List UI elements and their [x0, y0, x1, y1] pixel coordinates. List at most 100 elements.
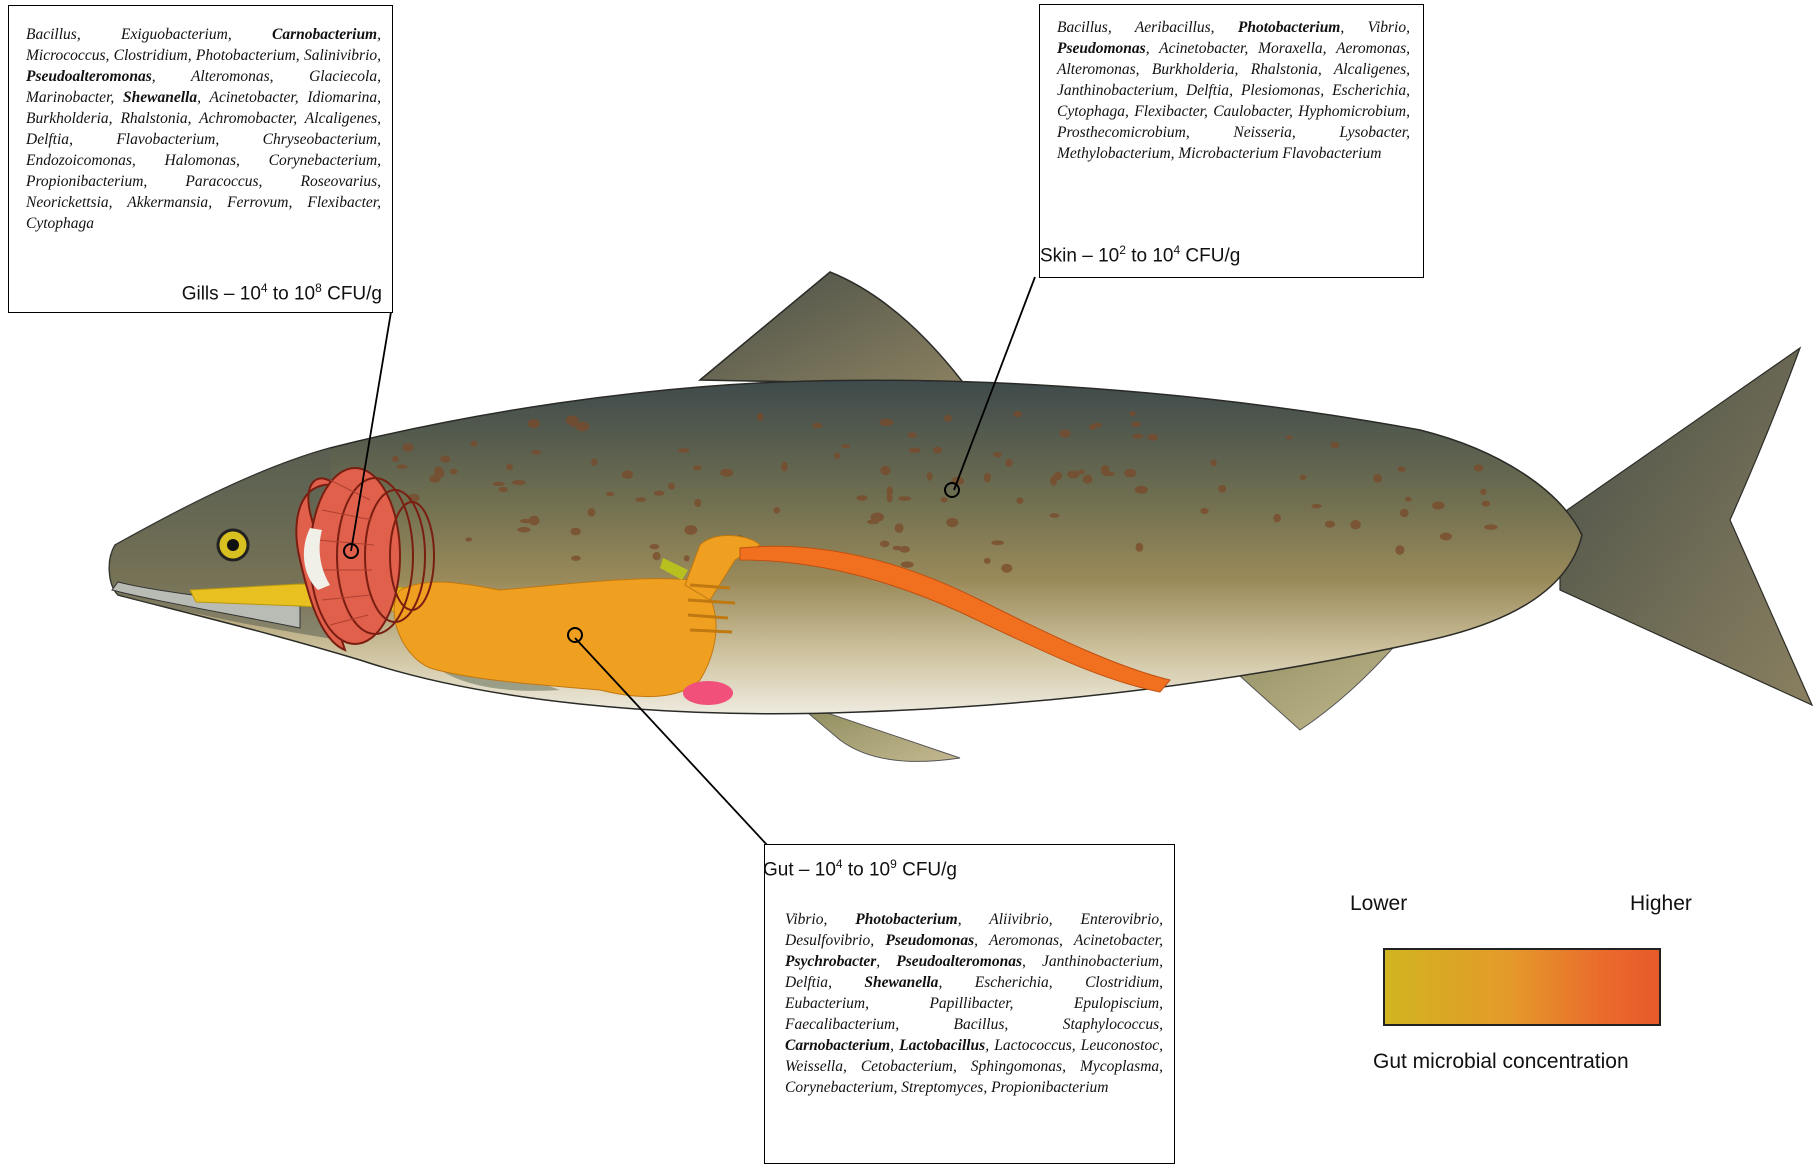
body-spot: [907, 432, 917, 438]
genus-name: Cetobacterium: [861, 1058, 953, 1075]
body-spot: [757, 413, 763, 421]
genus-name: Micrococcus: [26, 47, 105, 64]
genus-name: Lactobacillus: [899, 1037, 985, 1054]
body-spot: [591, 458, 597, 466]
body-spot: [781, 462, 788, 472]
genus-name: Delftia: [1186, 82, 1229, 99]
legend-lower-label: Lower: [1350, 892, 1407, 916]
body-spot: [1102, 472, 1115, 477]
body-spot: [694, 499, 701, 507]
body-spot: [470, 441, 477, 447]
skin-caption: Skin – 102 to 104 CFU/g: [1040, 243, 1240, 267]
dorsal-fin: [700, 272, 965, 385]
body-spot: [653, 552, 661, 560]
genus-name: Enterovibrio: [1080, 911, 1159, 928]
body-spot: [654, 491, 665, 496]
genus-name: Ferrovum: [227, 194, 288, 211]
genus-name: Sphingomonas: [971, 1058, 1062, 1075]
body-spot: [984, 473, 991, 482]
body-spot: [402, 443, 414, 451]
genus-name: Eubacterium: [785, 995, 865, 1012]
genus-name: Pseudoalteromonas: [26, 68, 152, 85]
body-spot: [1398, 467, 1406, 472]
body-spot: [1135, 486, 1148, 494]
body-spot: [984, 558, 991, 564]
body-spot: [1285, 436, 1292, 440]
genus-name: Aeromonas: [989, 932, 1059, 949]
skin-callout-box: Bacillus, Aeribacillus, Photobacterium, …: [1039, 4, 1424, 278]
genus-name: Photobacterium: [196, 47, 296, 64]
body-spot: [1001, 564, 1012, 573]
genus-name: Methylobacterium: [1057, 145, 1171, 162]
body-spot: [1078, 469, 1085, 474]
genus-name: Acinetobacter: [1159, 40, 1244, 57]
genus-name: Corynebacterium: [785, 1079, 893, 1096]
body-spot: [1432, 501, 1444, 509]
body-spot: [879, 419, 893, 426]
genus-name: Papillibacter: [929, 995, 1009, 1012]
genus-name: Carnobacterium: [785, 1037, 890, 1054]
body-spot: [529, 516, 540, 526]
genus-name: Rhalstonia: [1251, 61, 1318, 78]
genus-name: Caulobacter: [1213, 103, 1289, 120]
body-spot: [1130, 411, 1136, 416]
body-spot: [944, 415, 952, 422]
genus-name: Propionibacterium: [26, 173, 143, 190]
body-spot: [1480, 489, 1486, 495]
spleen: [683, 681, 733, 705]
gills-caption: Gills – 104 to 108 CFU/g: [182, 281, 382, 305]
legend-gradient-bar: [1383, 948, 1661, 1026]
genus-name: Halomonas: [165, 152, 236, 169]
body-spot: [927, 472, 933, 481]
body-spot: [532, 450, 542, 455]
genus-name: Escherichia: [975, 974, 1049, 991]
body-spot: [588, 508, 596, 516]
body-spot: [812, 423, 822, 428]
genus-name: Marinobacter: [26, 89, 110, 106]
body-spot: [1059, 430, 1070, 438]
genus-name: Vibrio: [1368, 19, 1406, 36]
body-spot: [685, 525, 698, 535]
body-spot: [773, 507, 780, 514]
genus-name: Acinetobacter: [1074, 932, 1159, 949]
body-spot: [720, 469, 733, 477]
body-spot: [465, 537, 472, 541]
body-spot: [450, 469, 458, 475]
genus-name: Burkholderia: [26, 110, 109, 127]
body-spot: [678, 448, 690, 453]
body-spot: [1330, 442, 1339, 449]
body-spot: [880, 541, 890, 548]
genus-name: Neisseria: [1233, 124, 1292, 141]
genus-name: Hyphomicrobium: [1298, 103, 1406, 120]
body-spot: [1350, 520, 1361, 529]
genus-name: Delftia: [785, 974, 828, 991]
genus-name: Escherichia: [1332, 82, 1406, 99]
genus-name: Delftia: [26, 131, 69, 148]
tail-fin: [1560, 348, 1812, 705]
body-spot: [1211, 459, 1217, 466]
genus-name: Aeromonas: [1336, 40, 1406, 57]
body-spot: [834, 453, 840, 460]
genus-name: Achromobacter: [199, 110, 293, 127]
body-spot: [1016, 498, 1023, 504]
body-spot: [1067, 471, 1079, 479]
body-spot: [1325, 521, 1335, 528]
body-spot: [392, 456, 399, 462]
genus-name: Staphylococcus: [1063, 1016, 1159, 1033]
genus-name: Idiomarina: [307, 89, 377, 106]
legend-higher-label: Higher: [1630, 892, 1692, 916]
genus-name: Akkermansia: [127, 194, 208, 211]
body-spot: [693, 465, 702, 470]
genus-name: Propionibacterium: [991, 1079, 1108, 1096]
skin-genera-list: Bacillus, Aeribacillus, Photobacterium, …: [1057, 17, 1410, 164]
body-spot: [887, 494, 893, 503]
body-spot: [493, 482, 505, 486]
genus-name: Aliivibrio: [989, 911, 1048, 928]
body-spot: [901, 561, 914, 567]
genus-name: Clostridium: [1085, 974, 1159, 991]
genus-name: Shewanella: [123, 89, 197, 106]
genus-name: Lysobacter: [1339, 124, 1406, 141]
body-spot: [668, 483, 675, 490]
body-spot: [1484, 524, 1497, 529]
body-spot: [1300, 475, 1307, 480]
